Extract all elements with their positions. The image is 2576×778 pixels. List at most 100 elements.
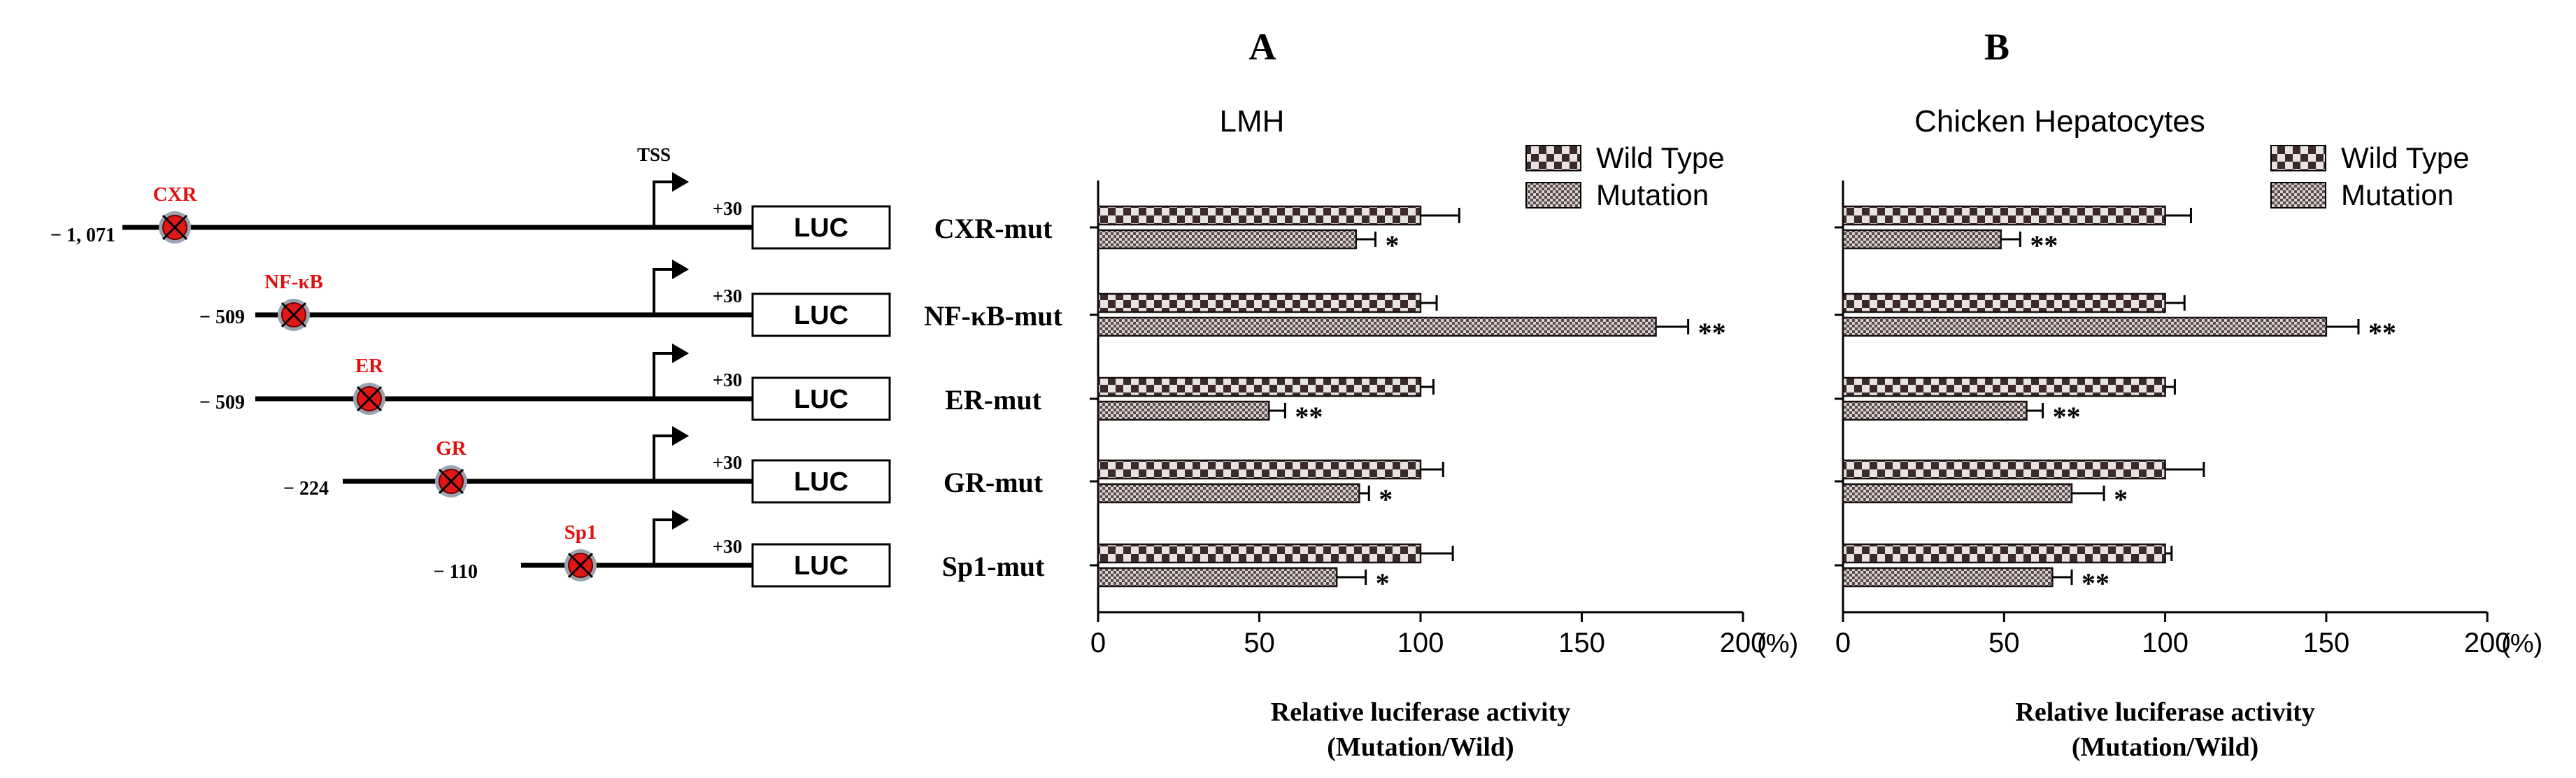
construct-name-label: Sp1-mut: [942, 551, 1045, 582]
tss-arrowhead-icon: [672, 426, 689, 446]
luc-reporter-box: [751, 543, 891, 588]
construct-name-label: GR-mut: [944, 467, 1044, 498]
bar-mutation: [1842, 316, 2328, 337]
mutation-cross-icon: [356, 386, 383, 412]
bar-mutation: [1097, 229, 1358, 250]
bar-mutation: [1842, 483, 2073, 504]
construct-name-label: NF-κB-mut: [924, 300, 1062, 332]
binding-site-label: GR: [436, 437, 467, 460]
x-unit-label: (%): [2501, 629, 2542, 658]
bar-wild-type: [1842, 292, 2166, 313]
binding-site-label: Sp1: [564, 521, 597, 544]
bar-mutation: [1842, 229, 2002, 250]
significance-label: **: [2082, 567, 2109, 599]
x-tick-label: 0: [1835, 628, 1851, 658]
tss-arrowhead-icon: [672, 172, 689, 192]
x-tick-label: 200: [1720, 628, 1767, 658]
tss-arrow-icon: [653, 181, 675, 227]
tss-arrow-icon: [653, 434, 675, 481]
significance-label: **: [2030, 229, 2058, 261]
significance-label: **: [1295, 401, 1323, 432]
bar-mutation: [1097, 400, 1270, 421]
legend-swatch-wild-type: [2270, 145, 2326, 171]
start-position-label: − 224: [283, 478, 329, 500]
legend-label: Mutation: [2341, 178, 2454, 211]
bar-wild-type: [1842, 376, 2166, 397]
luc-reporter-box: [751, 292, 891, 337]
panel-letter: B: [1984, 26, 2009, 68]
luc-reporter-label: LUC: [794, 467, 848, 497]
start-position-label: − 509: [199, 392, 245, 413]
legend-swatch-wild-type: [1525, 145, 1581, 171]
x-axis-label-secondary: (Mutation/Wild): [1327, 733, 1514, 762]
legend-label: Wild Type: [2341, 141, 2470, 174]
tss-arrowhead-icon: [672, 510, 689, 530]
bar-wild-type: [1097, 292, 1422, 313]
mutation-cross-icon: [567, 552, 594, 579]
construct-name-label: ER-mut: [945, 384, 1041, 416]
significance-label: **: [2368, 317, 2396, 348]
end-position-label: +30: [713, 452, 742, 473]
bar-mutation: [1842, 567, 2054, 588]
x-tick-label: 100: [2142, 628, 2189, 658]
panel-letter: A: [1249, 26, 1276, 68]
bar-mutation: [1097, 483, 1360, 504]
x-unit-label: (%): [1757, 629, 1798, 658]
bar-wild-type: [1097, 205, 1422, 226]
bar-wild-type: [1842, 205, 2166, 226]
x-tick-label: 50: [1988, 628, 2020, 658]
significance-label: **: [1698, 317, 1726, 348]
significance-label: *: [1385, 229, 1399, 261]
significance-label: *: [1379, 483, 1393, 515]
bar-wild-type: [1097, 376, 1422, 397]
end-position-label: +30: [713, 198, 742, 219]
bar-wild-type: [1842, 543, 2166, 564]
x-tick-label: 0: [1090, 628, 1106, 658]
tss-label: TSS: [637, 144, 671, 165]
luc-reporter-box: [751, 376, 891, 421]
bar-wild-type: [1097, 543, 1422, 564]
luc-reporter-label: LUC: [794, 213, 848, 243]
bar-mutation: [1842, 400, 2028, 421]
binding-site-label: ER: [355, 355, 384, 377]
start-position-label: − 110: [434, 561, 478, 583]
x-axis-label-secondary: (Mutation/Wild): [2072, 733, 2258, 762]
legend-label: Mutation: [1596, 178, 1709, 211]
tss-arrowhead-icon: [672, 344, 689, 363]
bar-mutation: [1097, 567, 1338, 588]
bar-wild-type: [1097, 459, 1422, 480]
mutation-cross-icon: [162, 214, 188, 241]
x-axis-label: Relative luciferase activity: [2015, 698, 2314, 727]
construct-name-label: CXR-mut: [934, 213, 1053, 244]
x-axis-label: Relative luciferase activity: [1271, 698, 1570, 727]
bar-mutation: [1097, 316, 1657, 337]
bar-wild-type: [1842, 459, 2166, 480]
luc-reporter-box: [751, 205, 891, 250]
end-position-label: +30: [713, 285, 742, 306]
legend-swatch-mutation: [2270, 182, 2326, 208]
tss-arrow-icon: [653, 518, 675, 565]
luc-reporter-label: LUC: [794, 301, 848, 330]
binding-site-label: CXR: [153, 183, 198, 206]
start-position-label: − 509: [199, 306, 245, 328]
tss-arrow-icon: [653, 352, 675, 399]
end-position-label: +30: [713, 536, 742, 557]
luc-reporter-box: [751, 459, 891, 504]
tss-arrow-icon: [653, 268, 675, 315]
legend-label: Wild Type: [1596, 141, 1725, 174]
luc-reporter-label: LUC: [794, 551, 848, 581]
luc-reporter-label: LUC: [794, 385, 848, 414]
significance-label: *: [2114, 483, 2128, 515]
mutation-cross-icon: [280, 302, 307, 328]
x-tick-label: 150: [1558, 628, 1605, 658]
x-tick-label: 50: [1244, 628, 1275, 658]
